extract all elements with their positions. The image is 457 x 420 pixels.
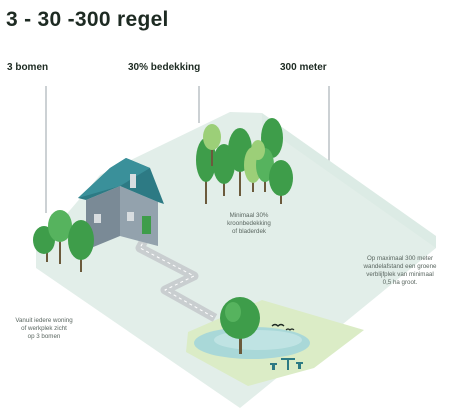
house <box>78 158 164 250</box>
trees-caption: Vanuit iedere woning of werkplek zicht o… <box>15 317 73 340</box>
bench-icon <box>270 358 303 370</box>
label-distance: 300 meter <box>280 62 327 73</box>
forest-cluster <box>196 118 293 204</box>
canopy-caption: Minimaal 30% kroonbedekking of bladerdek <box>227 212 271 235</box>
door <box>142 216 151 234</box>
window <box>94 214 101 223</box>
page-title: 3 - 30 -300 regel <box>6 8 169 31</box>
park-tree <box>220 297 260 354</box>
bird-icon <box>285 328 295 331</box>
label-trees: 3 bomen <box>7 62 49 73</box>
window <box>127 212 134 221</box>
chimney <box>130 174 136 188</box>
label-canopy: 30% bedekking <box>128 62 201 73</box>
distance-caption: Op maximaal 300 meter wandelafstand een … <box>363 255 437 286</box>
bird-icon <box>271 323 285 327</box>
three-trees <box>33 210 94 272</box>
road <box>135 230 218 322</box>
